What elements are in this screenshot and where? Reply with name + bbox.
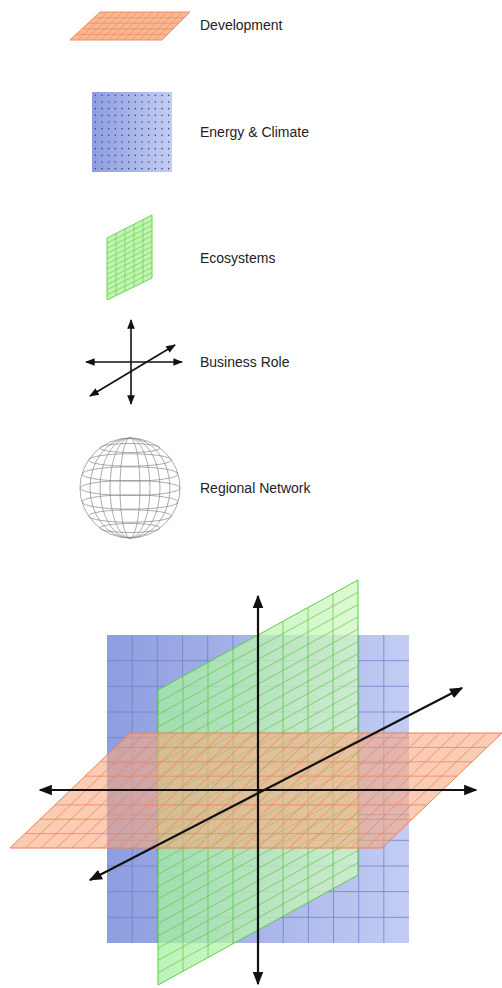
legend-label: Regional Network [200,479,311,497]
business-role-icon [86,320,182,404]
development-icon-grid [76,12,184,40]
dot-texture [95,95,170,170]
legend-label: Business Role [200,353,290,371]
ecosystems-icon-grid [107,220,152,296]
legend-label: Energy & Climate [200,123,309,141]
ecosystems-icon [107,215,152,300]
legend-label: Development [200,16,283,34]
legend-label: Ecosystems [200,249,275,267]
development-icon [70,12,190,40]
regional-network-icon [80,438,180,538]
energy-icon [92,92,172,172]
development-plane-grid [25,733,487,848]
business-role-axes [40,596,476,984]
development-plane [10,733,502,848]
